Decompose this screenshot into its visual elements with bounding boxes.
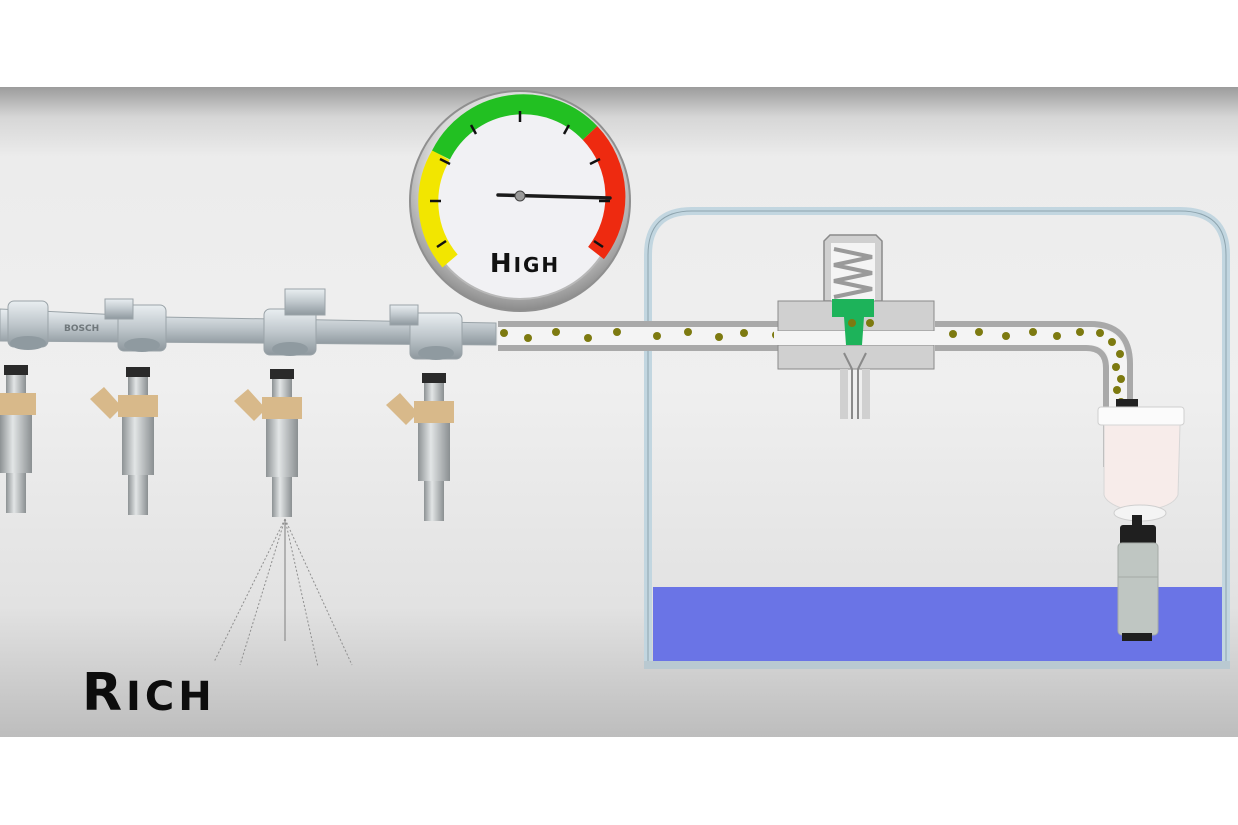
mixture-label: RICH <box>82 663 216 723</box>
injector-2 <box>90 367 158 515</box>
fuel-filter <box>1097 399 1185 522</box>
spring-icon <box>833 247 873 299</box>
injector-4 <box>386 373 454 521</box>
fuel-dots <box>500 328 1125 429</box>
diagram-frame: HIGH BOSCH <box>0 87 1238 737</box>
spray-pattern-icon <box>213 518 353 667</box>
pressure-regulator <box>774 234 938 419</box>
fuel-injectors <box>0 365 454 521</box>
pressure-gauge <box>409 90 631 312</box>
gauge-zone-high <box>582 126 626 260</box>
gauge-reading-label: HIGH <box>489 249 561 279</box>
fuel-line <box>498 321 1133 467</box>
gauge-zone-normal <box>432 94 598 160</box>
rail-brand: BOSCH <box>64 324 100 334</box>
injector-1 <box>0 365 36 513</box>
gauge-zone-low <box>418 149 458 268</box>
fuel-pump <box>1117 515 1159 641</box>
fuel-rail <box>0 288 497 360</box>
injector-3 <box>234 369 302 517</box>
